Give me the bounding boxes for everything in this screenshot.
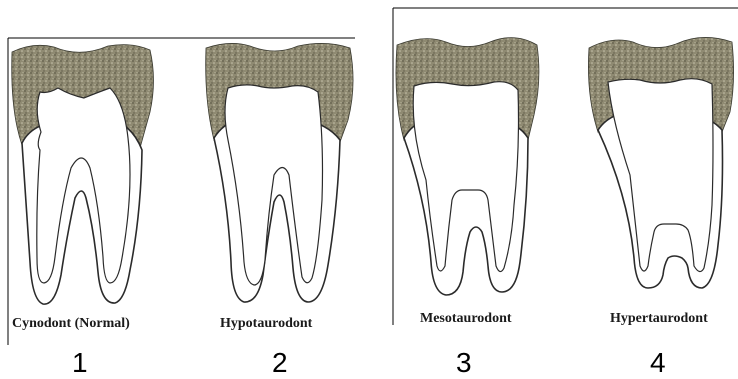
caption-hypertaurodont: Hypertaurodont [610,311,708,326]
number-3: 3 [456,347,472,378]
tooth-hypotaurodont: Hypotaurodont 2 [206,43,353,378]
caption-mesotaurodont: Mesotaurodont [420,311,512,326]
tooth-hypertaurodont: Hypertaurodont 4 [588,37,733,378]
caption-cynodont: Cynodont (Normal) [12,316,130,331]
number-4: 4 [650,347,666,378]
tooth-mesotaurodont: Mesotaurodont 3 [396,38,539,378]
tooth-cynodont: Cynodont (Normal) 1 [12,45,154,378]
number-1: 1 [72,347,88,378]
number-2: 2 [272,347,288,378]
caption-hypotaurodont: Hypotaurodont [220,316,313,331]
